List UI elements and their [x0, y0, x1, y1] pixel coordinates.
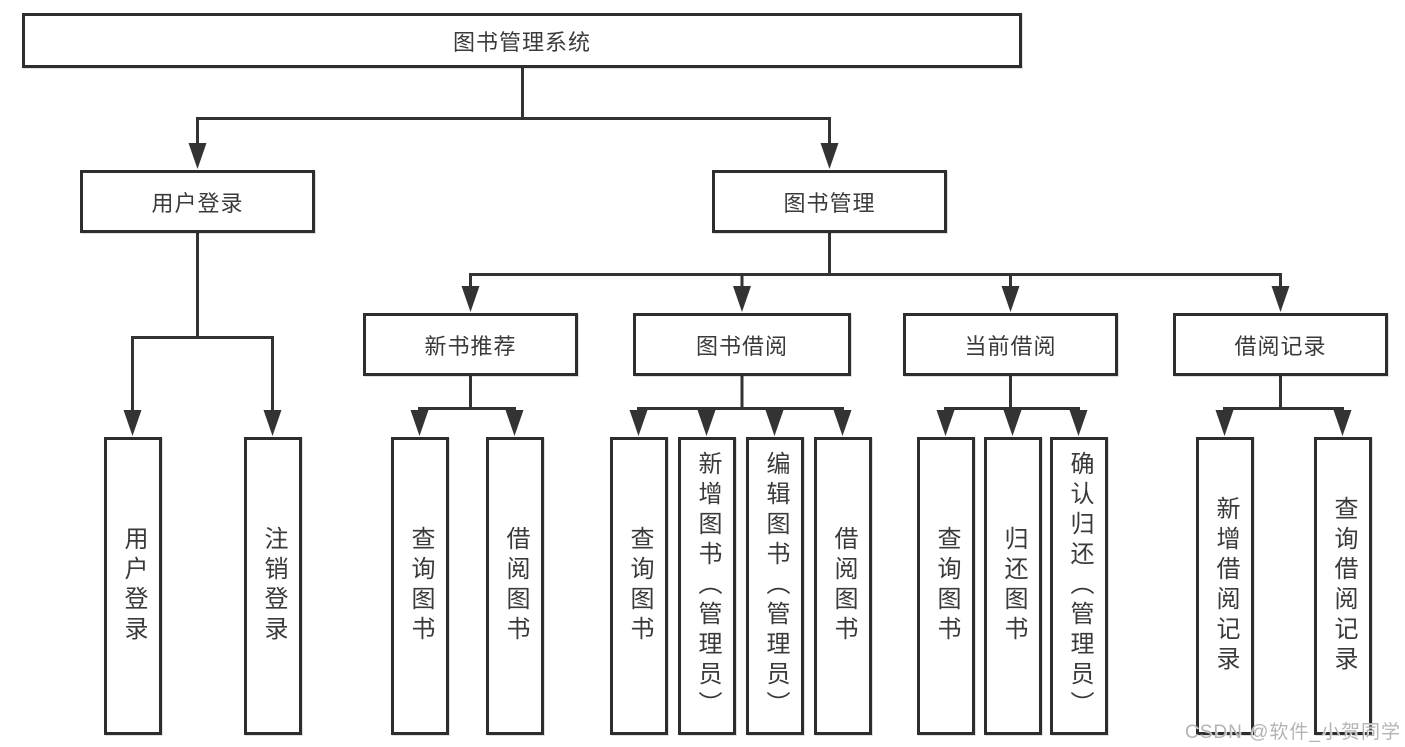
- node-user-login: 用户登录: [80, 170, 315, 233]
- leaf-label: 确认归还（管理员）: [1066, 451, 1093, 721]
- watermark-text: CSDN @软件_小贺同学: [1185, 722, 1401, 743]
- node-label: 新书推荐: [424, 333, 517, 359]
- leaf-label: 新增借阅记录: [1212, 496, 1239, 676]
- node-book-management: 图书管理: [712, 170, 947, 233]
- node-label: 当前借阅: [964, 333, 1057, 359]
- node-label: 图书借阅: [695, 333, 788, 359]
- leaf-add-borrow-record: 新增借阅记录: [1196, 437, 1254, 735]
- node-borrowing-records: 借阅记录: [1173, 313, 1388, 376]
- leaf-query-books-recommend: 查询图书: [391, 437, 449, 735]
- node-book-borrowing: 图书借阅: [633, 313, 851, 376]
- leaf-label: 编辑图书（管理员）: [762, 451, 789, 721]
- leaf-confirm-return-admin: 确认归还（管理员）: [1050, 437, 1108, 735]
- node-label: 用户登录: [151, 190, 244, 216]
- leaf-label: 查询图书: [933, 526, 960, 646]
- leaf-logout-login: 注销登录: [244, 437, 302, 735]
- node-current-borrowing: 当前借阅: [903, 313, 1118, 376]
- node-label: 借阅记录: [1234, 333, 1327, 359]
- leaf-query-books-current: 查询图书: [917, 437, 975, 735]
- node-label: 图书管理: [783, 190, 876, 216]
- leaf-borrow-books-recommend: 借阅图书: [486, 437, 544, 735]
- leaf-label: 借阅图书: [830, 526, 857, 646]
- leaf-add-books-admin: 新增图书（管理员）: [678, 437, 736, 735]
- leaf-label: 归还图书: [1000, 526, 1027, 646]
- leaf-label: 新增图书（管理员）: [694, 451, 721, 721]
- leaf-query-books-borrowing: 查询图书: [610, 437, 668, 735]
- leaf-edit-books-admin: 编辑图书（管理员）: [746, 437, 804, 735]
- leaf-label: 查询借阅记录: [1330, 496, 1357, 676]
- node-new-book-recommendation: 新书推荐: [363, 313, 578, 376]
- leaf-return-books: 归还图书: [984, 437, 1042, 735]
- leaf-label: 注销登录: [260, 526, 287, 646]
- leaf-label: 查询图书: [626, 526, 653, 646]
- leaf-label: 借阅图书: [502, 526, 529, 646]
- node-library-management-system: 图书管理系统: [22, 13, 1022, 68]
- leaf-borrow-books-borrowing: 借阅图书: [814, 437, 872, 735]
- leaf-label: 查询图书: [407, 526, 434, 646]
- leaf-query-borrow-record: 查询借阅记录: [1314, 437, 1372, 735]
- leaf-label: 用户登录: [120, 526, 147, 646]
- node-label: 图书管理系统: [452, 29, 591, 55]
- leaf-user-login: 用户登录: [104, 437, 162, 735]
